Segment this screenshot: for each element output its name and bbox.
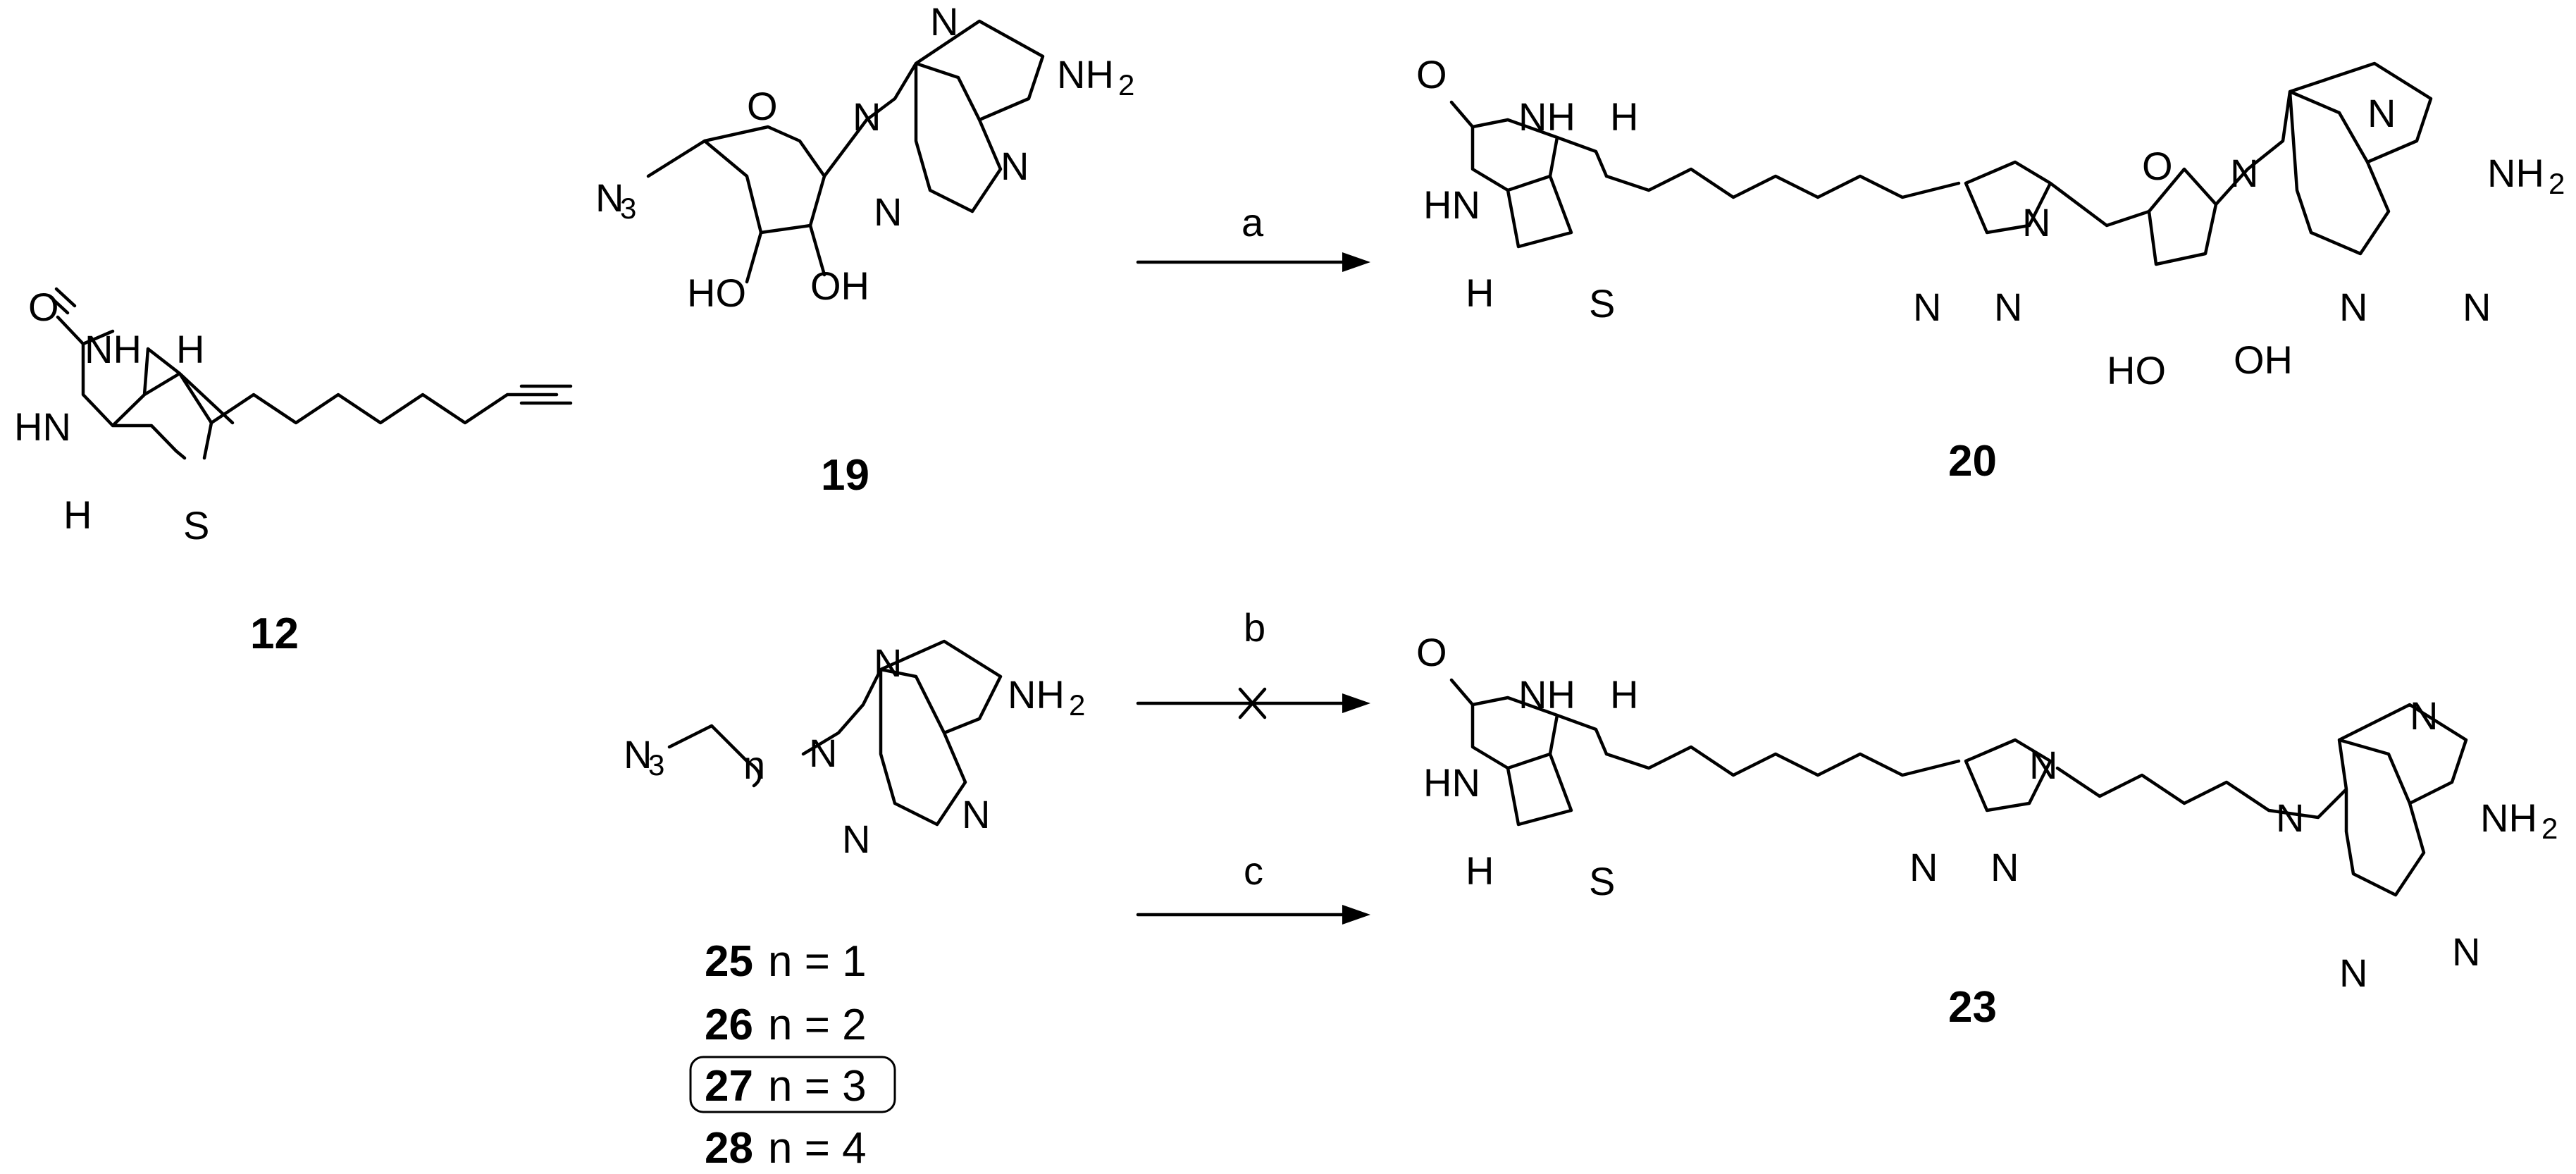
atom-label: N xyxy=(624,732,652,777)
atom-label: HO xyxy=(687,271,746,315)
compound-19-structure: N 3 O HO OH N N NH 2 N N 19 xyxy=(595,0,1134,500)
atom-label: O xyxy=(28,285,59,329)
atom-label: N xyxy=(2410,693,2438,738)
compound-12-structure: O NH H HN H S 12 xyxy=(14,285,573,658)
atom-label: OH xyxy=(810,264,869,308)
atom-label: N xyxy=(1990,845,2019,889)
atom-label: HN xyxy=(1423,760,1480,805)
series-number: 25 xyxy=(705,937,753,986)
atom-label: NH xyxy=(2480,796,2537,840)
series-value: n = 2 xyxy=(768,1001,867,1049)
atom-label: N xyxy=(595,175,624,220)
atom-label: N xyxy=(874,190,902,234)
reaction-arrow-c: c xyxy=(1136,848,1370,925)
atom-label: H xyxy=(176,327,204,371)
atom-label: N xyxy=(2339,951,2367,995)
atom-label: O xyxy=(1416,52,1447,97)
atom-label: N xyxy=(2022,200,2050,245)
compound-series-list: 25 n = 1 26 n = 2 27 n = 3 28 n = 4 xyxy=(689,937,896,1173)
atom-label: NH xyxy=(1008,672,1065,717)
series-number: 27 xyxy=(705,1062,753,1111)
compound-20-structure: O NH H HN H S N N N O HO OH N N NH 2 N N… xyxy=(1416,52,2565,486)
compound-25-28-structure: N 3 n n N N NH 2 N N xyxy=(624,639,1085,861)
atom-label: N xyxy=(874,641,902,685)
atom-label: NH xyxy=(1518,94,1575,139)
atom-label: O xyxy=(747,84,778,128)
atom-label: N xyxy=(809,731,837,775)
series-item-27: 27 n = 3 xyxy=(689,1056,896,1113)
atom-label: N xyxy=(2339,285,2367,329)
atom-label: H xyxy=(1610,672,1638,717)
atom-subscript: 3 xyxy=(648,748,664,781)
atom-label: NH xyxy=(1057,52,1114,97)
atom-label: NH xyxy=(85,327,142,371)
atom-label: S xyxy=(1589,281,1615,326)
atom-subscript: 2 xyxy=(2541,812,2558,845)
atom-label: HO xyxy=(2107,348,2166,393)
atom-label: H xyxy=(63,493,92,537)
compound-label-12: 12 xyxy=(250,610,299,658)
series-item-26: 26 n = 2 xyxy=(705,1001,867,1049)
atom-label: N xyxy=(2463,285,2491,329)
atom-label: N xyxy=(842,817,870,861)
compound-label-20: 20 xyxy=(1948,437,1997,486)
atom-label: N xyxy=(1001,144,1029,188)
atom-label: N xyxy=(2276,796,2304,840)
compound-label-19: 19 xyxy=(821,451,869,500)
atom-label: OH xyxy=(2234,338,2293,382)
series-number: 28 xyxy=(705,1124,753,1173)
condition-b: b xyxy=(1244,605,1265,650)
atom-label: HN xyxy=(1423,183,1480,227)
atom-label: N xyxy=(1913,285,1941,329)
atom-label: NH xyxy=(2487,151,2544,195)
atom-subscript: 3 xyxy=(620,192,636,225)
atom-label: H xyxy=(1466,271,1494,315)
atom-label: NH xyxy=(1518,672,1575,717)
atom-subscript: 2 xyxy=(2549,167,2565,200)
atom-label: N xyxy=(853,94,881,139)
atom-label: N xyxy=(2452,929,2480,974)
reaction-arrow-a: a xyxy=(1136,200,1370,272)
series-item-28: 28 n = 4 xyxy=(705,1124,867,1173)
atom-label: S xyxy=(1589,859,1615,903)
compound-label-23: 23 xyxy=(1948,983,1997,1032)
atom-label: N xyxy=(930,0,958,44)
atom-label: N xyxy=(2367,91,2396,135)
series-value: n = 1 xyxy=(768,937,867,986)
atom-label: O xyxy=(1416,630,1447,674)
series-item-25: 25 n = 1 xyxy=(705,937,867,986)
cross-mark xyxy=(1238,687,1267,719)
atom-label: N xyxy=(2029,743,2057,787)
atom-subscript: 2 xyxy=(1118,68,1134,101)
reaction-arrow-b: b xyxy=(1136,605,1370,719)
atom-label: O xyxy=(2142,144,2173,188)
compound-23-structure: O NH H HN H S N N N N N NH 2 N N 23 xyxy=(1416,630,2558,1032)
condition-a: a xyxy=(1241,200,1264,245)
series-number: 26 xyxy=(705,1001,753,1049)
atom-label: N xyxy=(962,792,990,836)
atom-label: H xyxy=(1466,848,1494,893)
atom-label: H xyxy=(1610,94,1638,139)
atom-label: N xyxy=(2230,151,2258,195)
atom-label: n xyxy=(743,743,765,787)
atom-subscript: 2 xyxy=(1069,688,1085,722)
atom-label: N xyxy=(1994,285,2022,329)
series-value: n = 4 xyxy=(768,1124,867,1173)
highlight-box xyxy=(689,1056,896,1113)
atom-label: HN xyxy=(14,404,71,449)
atom-label: N xyxy=(1909,845,1938,889)
series-value: n = 3 xyxy=(768,1062,867,1111)
condition-c: c xyxy=(1244,848,1263,893)
atom-label: S xyxy=(183,503,209,548)
